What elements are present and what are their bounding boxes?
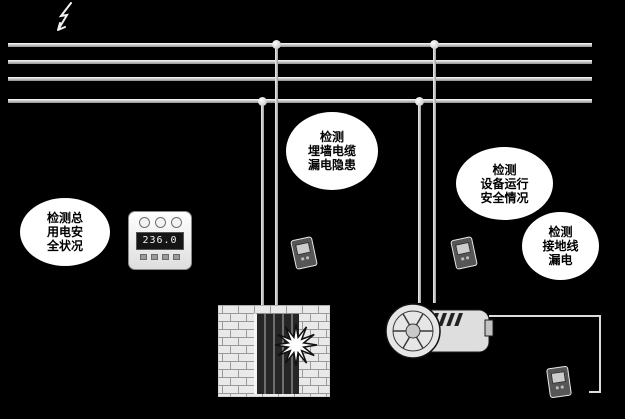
meter-button [173,254,180,260]
detector-buttons [300,256,310,261]
meter-button [162,254,169,260]
detector-button [300,257,305,261]
callout-line: 全状况 [46,239,83,253]
detector-button [465,256,470,260]
insulator-dot [272,40,281,49]
detector-button [305,256,310,260]
callout-line: 检测总 [46,211,83,225]
leakage-detector-ground [546,365,572,399]
drop-wire-left-outer [275,44,278,307]
callout-line: 安全情况 [480,190,529,205]
callout-equipment: 检测 设备运行 安全情况 [456,147,553,220]
detector-screen [295,241,312,256]
meter-display: 236.0 [136,232,184,250]
callout-line: 埋墙电缆 [307,144,356,158]
insulator-dot [258,97,267,106]
ground-wire-stub [589,391,601,393]
meter-buttons [140,254,180,260]
callout-line: 检测 [548,225,573,239]
power-line-3 [8,77,592,81]
detector-buttons [555,385,564,390]
callout-main-power: 检测总 用电安 全状况 [20,198,110,266]
power-meter: 236.0 [128,211,192,270]
callout-line: 漏电 [548,253,573,267]
meter-socket [170,217,182,228]
meter-button [140,254,147,260]
power-line-4 [8,99,592,103]
lightning-icon [57,2,72,31]
leakage-detector-wall-cable [290,236,318,270]
callout-line: 漏电隐患 [307,158,356,172]
spark-icon [274,323,318,367]
power-line-2 [8,60,592,64]
insulator-dot [430,40,439,49]
callout-line: 接地线 [542,239,579,253]
brick-wall [218,305,330,397]
leakage-detector-equipment [450,236,478,270]
ground-wire-horizontal [489,315,601,317]
meter-socket [154,217,166,228]
callout-line: 检测 [319,130,344,144]
detector-button [460,257,465,261]
callout-ground-wire: 检测 接地线 漏电 [522,212,599,280]
insulator-dot [415,97,424,106]
ground-wire-vertical [599,315,601,393]
detector-button [555,386,559,390]
detector-button [560,385,564,389]
callout-line: 检测 [492,162,517,177]
callout-wall-cable: 检测 埋墙电缆 漏电隐患 [286,112,378,190]
meter-sockets [138,217,182,228]
detector-screen [550,371,567,384]
drop-wire-right-outer [433,44,436,303]
meter-socket [138,217,150,228]
drop-wire-right-inner [418,101,421,303]
detector-screen [455,241,472,256]
drop-wire-left-inner [261,101,264,307]
meter-button [151,254,158,260]
motor-icon [385,303,494,359]
detector-buttons [460,256,470,261]
callout-line: 设备运行 [480,176,529,191]
power-line-1 [8,43,592,47]
callout-line: 用电安 [46,225,83,239]
